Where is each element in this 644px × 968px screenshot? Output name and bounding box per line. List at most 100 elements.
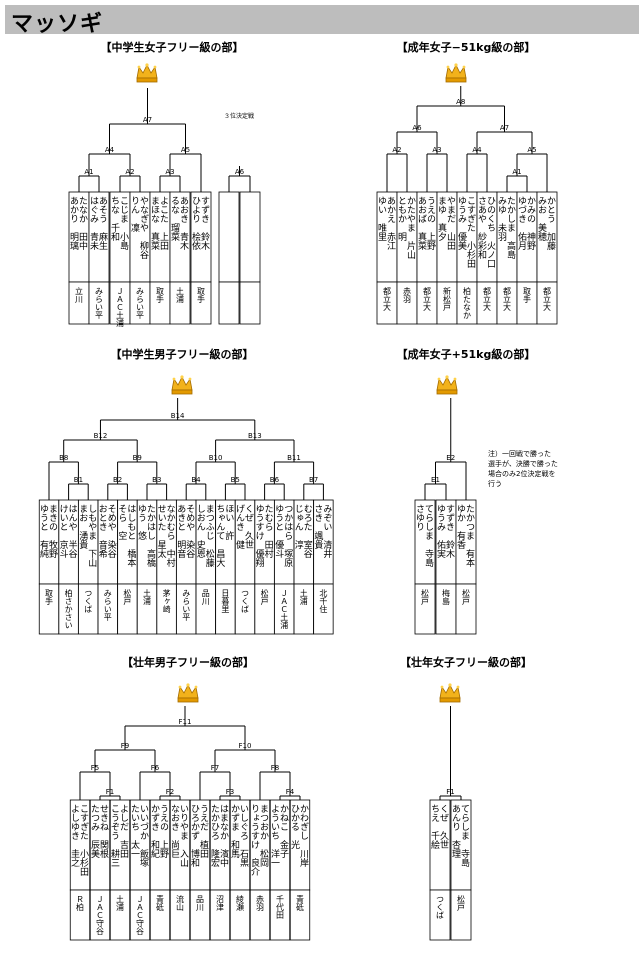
entrant-club: 立川 bbox=[75, 286, 84, 303]
crown-icon bbox=[445, 62, 467, 83]
entrant-given-name: まほな 真菜 bbox=[149, 196, 160, 251]
entrant-name: はしもと 橋本 bbox=[125, 504, 136, 568]
entrant-name: せきね 関根 bbox=[98, 804, 109, 859]
entrant-name: ひのくち 火ノ口 bbox=[485, 196, 496, 268]
entrant-club: 千代田 bbox=[276, 894, 285, 920]
match-label: A2 bbox=[392, 146, 401, 154]
empty-club-cell bbox=[239, 281, 261, 325]
crown-icon bbox=[436, 374, 458, 395]
entrant-given-name: よしゆき 圭之 bbox=[69, 804, 80, 868]
entrant-given-name: じゅん 淳 bbox=[293, 504, 304, 549]
club-cell bbox=[455, 583, 477, 635]
entrant-name: あおき 青木 bbox=[178, 196, 189, 251]
match-label: F1 bbox=[106, 788, 114, 796]
match-label: B8 bbox=[59, 454, 68, 462]
entrant-given-name: まお 湧貴 bbox=[77, 504, 88, 550]
entrant-name: たむら 田村 bbox=[263, 504, 274, 558]
crown-icon bbox=[171, 374, 193, 395]
entrant-name: あそう 麻生 bbox=[97, 196, 108, 250]
club-cell bbox=[69, 889, 91, 941]
match-label: E1 bbox=[431, 476, 440, 484]
entrant-given-name: しおん 史恩 bbox=[195, 504, 206, 558]
entrant-given-name: あおば 真菜 bbox=[416, 196, 427, 251]
entrant-club: 土浦 bbox=[143, 588, 152, 606]
club-cell bbox=[190, 281, 212, 325]
entrant-name: むろた 室谷 bbox=[302, 504, 313, 559]
match-label: F10 bbox=[239, 742, 252, 750]
entrant-given-name: たかひろ 隆宏 bbox=[209, 804, 220, 868]
entrant-club: 取手 bbox=[156, 287, 165, 304]
entrant-name: たかはし 高橋 bbox=[145, 504, 156, 568]
entrant-club: 北千住 bbox=[319, 589, 328, 613]
club-cell bbox=[169, 281, 191, 325]
club-cell bbox=[169, 889, 191, 941]
match-label: A5 bbox=[527, 146, 536, 154]
empty-entrant-cell bbox=[239, 191, 261, 283]
entrant-given-name: ゆうと 優斗 bbox=[273, 504, 284, 558]
match-label: F2 bbox=[166, 788, 174, 796]
entrant-given-name: ゆづき 佑月 bbox=[516, 196, 527, 251]
entrant-given-name: おとき 音希 bbox=[97, 504, 108, 559]
entrant-club: 都立大 bbox=[483, 287, 492, 312]
match-label: A7 bbox=[500, 124, 509, 132]
club-cell bbox=[89, 889, 111, 941]
match-label: B6 bbox=[270, 476, 280, 484]
match-label: F11 bbox=[179, 718, 192, 726]
entrant-name: すずき 鈴木 bbox=[444, 504, 455, 559]
entrant-given-name: かずま 和馬 bbox=[229, 804, 240, 859]
entrant-name: まつふじ 松藤 bbox=[204, 504, 215, 568]
bracket-title: 【成年女子−51kg級の部】 bbox=[397, 40, 536, 54]
match-label: B12 bbox=[94, 432, 108, 440]
club-cell bbox=[536, 281, 558, 325]
entrant-club: 松戸 bbox=[462, 588, 471, 606]
entrant-club: みらい平 bbox=[95, 287, 104, 320]
entrant-given-name: けいと 京斗 bbox=[58, 504, 69, 558]
entrant-club: 土浦 bbox=[299, 588, 308, 606]
match-label: B9 bbox=[133, 454, 142, 462]
entrant-club: 茅ヶ崎 bbox=[162, 588, 171, 613]
match-label: F1 bbox=[446, 788, 454, 796]
bracket-title: 【壮年女子フリー級の部】 bbox=[400, 655, 532, 669]
entrant-club: つくば bbox=[84, 589, 93, 613]
entrant-name: みぞい 清井 bbox=[321, 504, 332, 559]
entrant-name: いりやま 入山 bbox=[178, 804, 189, 867]
entrant-name: くぜ 久世 bbox=[438, 804, 449, 849]
entrant-given-name: みゆ 未羽 bbox=[496, 196, 507, 241]
club-cell bbox=[229, 889, 251, 941]
match-label: A6 bbox=[235, 168, 245, 176]
entrant-given-name: かずき 和紀 bbox=[149, 804, 160, 858]
entrant-name: たかつま 有本 bbox=[464, 504, 475, 568]
entrant-given-name: ちな 千和 bbox=[109, 196, 120, 242]
entrant-club: 品川 bbox=[201, 589, 210, 605]
bracket-title: 【成年女子+51kg級の部】 bbox=[397, 347, 536, 361]
entrant-club: みらい平 bbox=[103, 589, 112, 622]
entrant-name: やなぎや 柳谷 bbox=[138, 196, 149, 260]
match-label: A8 bbox=[456, 98, 465, 106]
entrant-club: 松戸 bbox=[421, 588, 430, 606]
entrant-name: かたやま 片山 bbox=[405, 196, 416, 259]
third-place-label: ３位決定戦 bbox=[224, 112, 254, 120]
entrant-given-name: こうぞう 耕三 bbox=[109, 804, 120, 867]
match-label: F9 bbox=[121, 742, 129, 750]
entrant-club: つくば bbox=[436, 895, 445, 919]
match-label: F4 bbox=[286, 788, 295, 796]
rule-note: 注）一回戦で勝った選手が、決勝で勝った場合のみ2位決定戦を行う bbox=[488, 449, 558, 488]
match-label: A1 bbox=[84, 168, 93, 176]
entrant-given-name: ゆうみ 優美 bbox=[456, 196, 467, 251]
bracket-title: 【中学生女子フリー級の部】 bbox=[101, 40, 244, 54]
match-label: A7 bbox=[143, 116, 152, 124]
entrant-club: みらい平 bbox=[182, 589, 191, 622]
entrant-name: やまだ 山田 bbox=[445, 196, 456, 251]
match-label: B1 bbox=[74, 476, 83, 484]
entrant-given-name: はぐみ 青未 bbox=[88, 196, 99, 251]
entrant-name: なかむら 中村 bbox=[165, 504, 176, 567]
entrant-given-name: ひろかず 博和 bbox=[189, 804, 200, 868]
entrant-club: 都立大 bbox=[543, 287, 552, 312]
entrant-name: たかしま 高島 bbox=[505, 196, 516, 260]
entrant-name: はまなか 濱中 bbox=[218, 804, 229, 868]
entrant-given-name: さあや 紗彩和 bbox=[476, 196, 487, 260]
page-header: マッソギ bbox=[5, 5, 639, 37]
club-cell bbox=[429, 889, 451, 941]
entrant-name: こすぎた 小杉田 bbox=[78, 804, 89, 877]
